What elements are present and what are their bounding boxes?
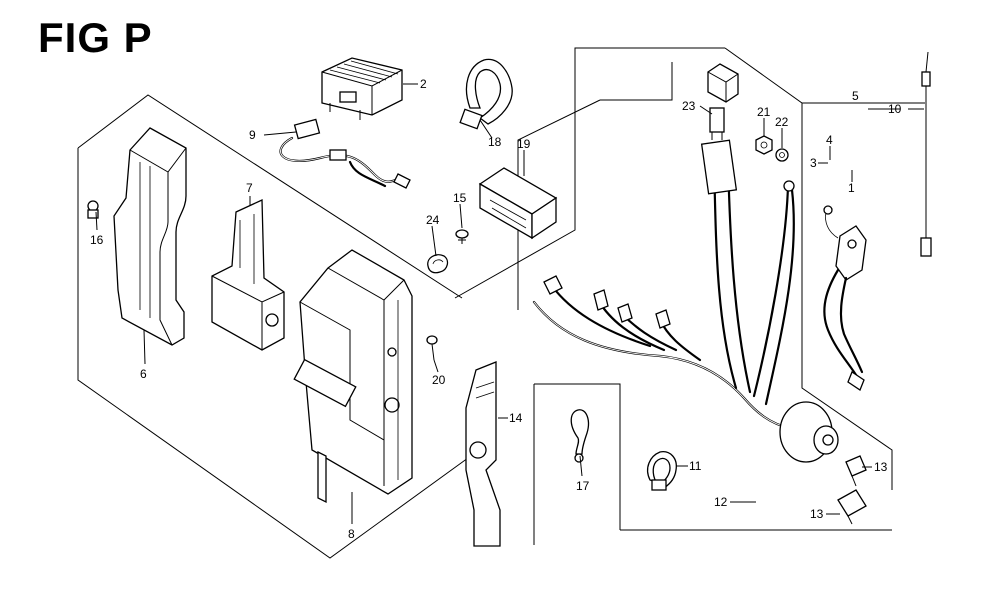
bracket-part[interactable] bbox=[211, 198, 285, 351]
stay-plate-part[interactable] bbox=[465, 361, 501, 547]
terminal-13a-part[interactable] bbox=[845, 455, 867, 487]
callout-1: 1 bbox=[848, 181, 855, 195]
callout-24: 24 bbox=[426, 213, 440, 227]
callout-13-upper: 13 bbox=[874, 460, 888, 474]
foam-block-part[interactable] bbox=[478, 167, 558, 240]
terminal-13b-part[interactable] bbox=[837, 489, 867, 525]
leader-lines bbox=[95, 83, 924, 524]
clamp-17-part[interactable] bbox=[570, 409, 590, 463]
component-1-part[interactable] bbox=[823, 205, 867, 391]
screw-20-part[interactable] bbox=[426, 335, 438, 361]
bolt-16-part[interactable] bbox=[87, 200, 99, 219]
figure-title: FIG P bbox=[38, 14, 153, 61]
cover-part[interactable] bbox=[113, 127, 187, 346]
fuse-part[interactable] bbox=[707, 63, 739, 140]
group-outline-wire-harness bbox=[454, 47, 925, 545]
cable-tie-part[interactable] bbox=[459, 58, 513, 130]
callout-20: 20 bbox=[432, 373, 446, 387]
callout-22: 22 bbox=[775, 115, 789, 129]
sub-harness-part[interactable] bbox=[279, 118, 411, 189]
callout-6: 6 bbox=[140, 367, 147, 381]
nut-21-part[interactable] bbox=[755, 135, 773, 155]
callout-18: 18 bbox=[488, 135, 502, 149]
callout-2: 2 bbox=[420, 77, 427, 91]
callout-15: 15 bbox=[453, 191, 467, 205]
washer-22-part[interactable] bbox=[775, 148, 789, 162]
callout-16: 16 bbox=[90, 233, 104, 247]
callout-13-lower: 13 bbox=[810, 507, 824, 521]
rectifier-part[interactable] bbox=[321, 57, 403, 120]
main-harness-part[interactable] bbox=[532, 139, 839, 463]
screw-15-part[interactable] bbox=[455, 229, 469, 244]
clip-24-part[interactable] bbox=[427, 254, 449, 274]
callout-9: 9 bbox=[249, 128, 256, 142]
callout-23: 23 bbox=[682, 99, 696, 113]
callout-11: 11 bbox=[689, 459, 702, 473]
band-11-part[interactable] bbox=[646, 451, 677, 491]
rod-10-part[interactable] bbox=[920, 51, 932, 257]
callout-5: 5 bbox=[852, 89, 859, 103]
callout-19: 19 bbox=[517, 137, 531, 151]
callout-21: 21 bbox=[757, 105, 771, 119]
callout-17: 17 bbox=[576, 479, 590, 493]
callout-10: 10 bbox=[888, 102, 902, 116]
control-box-part[interactable] bbox=[293, 249, 413, 504]
callout-8: 8 bbox=[348, 527, 355, 541]
group-outline-control-box bbox=[77, 94, 469, 559]
callout-3: 3 bbox=[810, 156, 817, 170]
callout-14: 14 bbox=[509, 411, 523, 425]
callout-12: 12 bbox=[714, 495, 728, 509]
callout-labels: 2 9 18 19 15 24 16 7 6 20 14 8 17 11 12 … bbox=[90, 77, 902, 541]
callout-7: 7 bbox=[246, 181, 253, 195]
callout-4: 4 bbox=[826, 133, 833, 147]
